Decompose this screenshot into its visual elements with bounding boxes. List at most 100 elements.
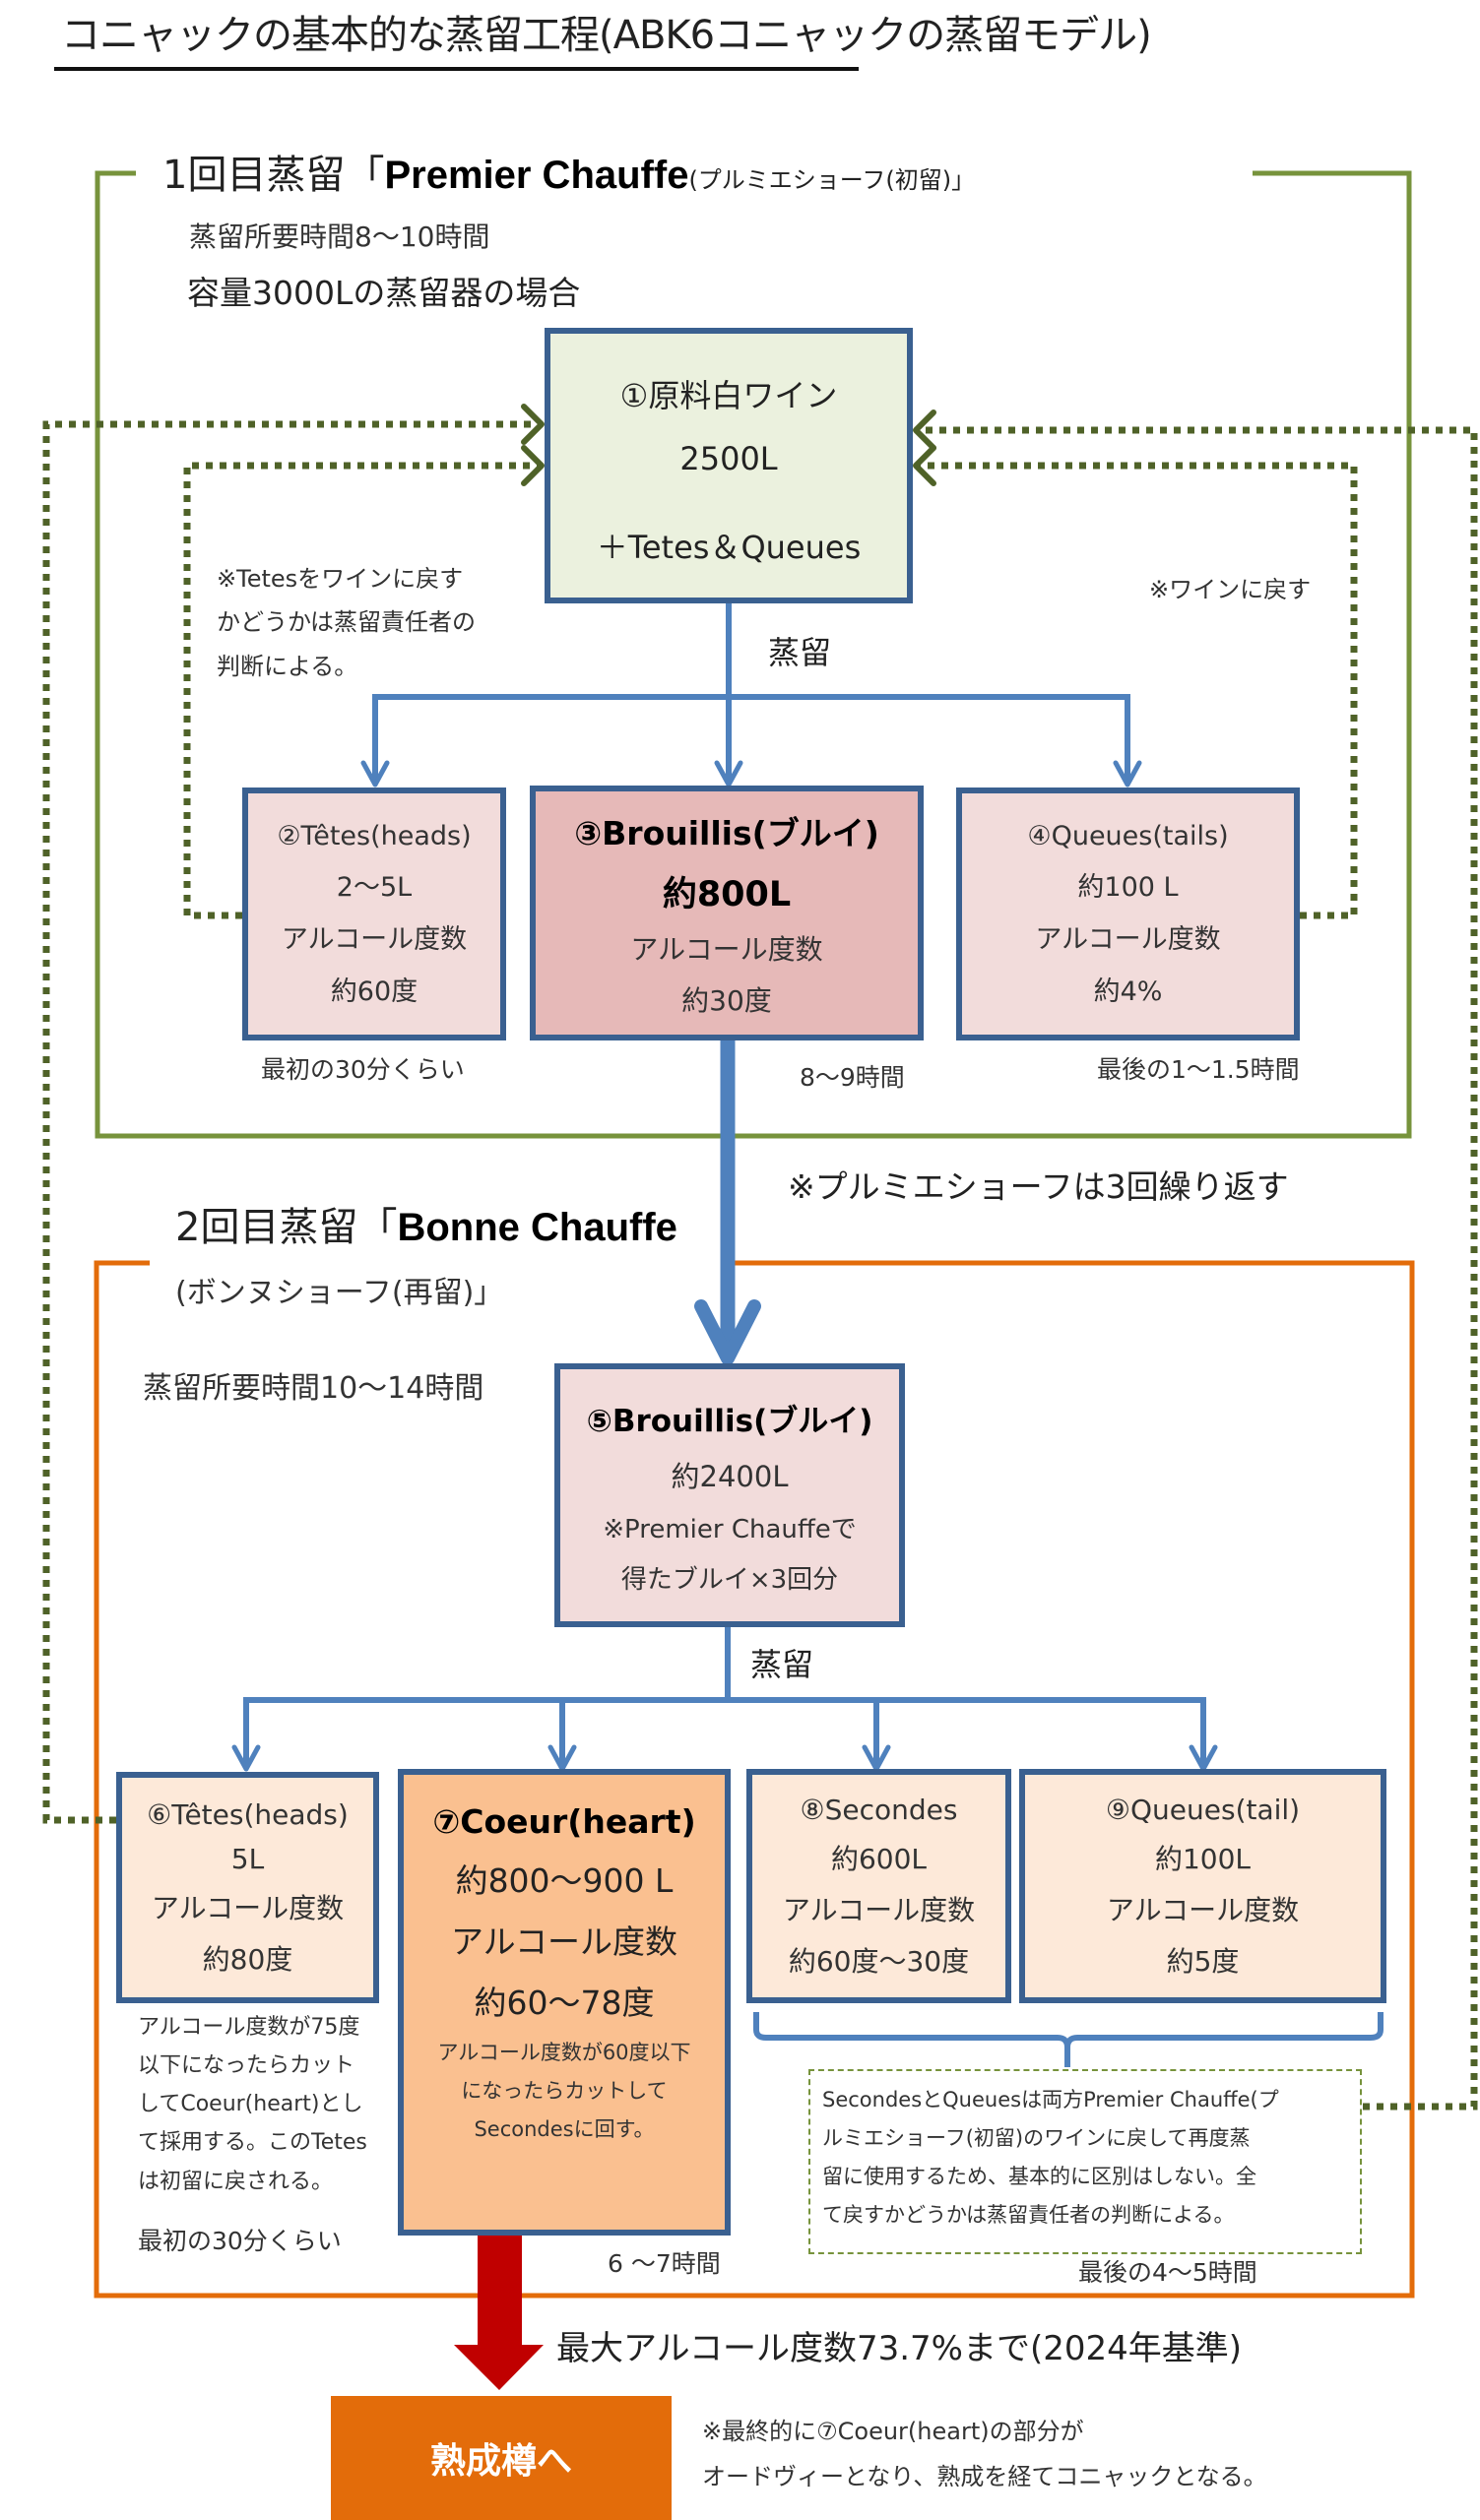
heads-return-note-line: ※Tetesをワインに戻す: [217, 565, 464, 593]
second-brouillis-name: ⑤Brouillis(ブルイ): [586, 1403, 873, 1439]
second-heads-note-line: 以下になったらカット: [138, 2053, 355, 2079]
second-heads-volume: 5L: [230, 1842, 265, 1875]
return-arrowhead-icon: [913, 410, 936, 451]
second-distillation-frame: [94, 1260, 1415, 2299]
first-tails-name: ④Queues(tails): [1027, 820, 1229, 851]
first-distillation-frame: [95, 170, 1412, 1139]
second-distill-label: 蒸留: [750, 1646, 814, 1683]
box-secondes: ⑧Secondes 約600L アルコール度数 約60度～30度: [746, 1769, 1011, 2003]
coeur-cut-note-line: Secondesに回す。: [474, 2116, 655, 2141]
first-tails-timing: 最後の1～1.5時間: [1097, 1055, 1300, 1084]
second-brouillis-volume: 約2400L: [671, 1459, 789, 1493]
second-heads-note-line: してCoeur(heart)とし: [138, 2092, 363, 2117]
first-tails-abv: 約4%: [1093, 976, 1163, 1007]
first-distillation-title-suffix: (プルミエショーフ(初留)」: [688, 166, 976, 194]
heads-return-note-line: 判断による。: [217, 652, 358, 680]
box-second-tails: ⑨Queues(tail) 約100L アルコール度数 約5度: [1019, 1769, 1386, 2003]
first-brouillis-abv-label: アルコール度数: [630, 933, 823, 966]
first-heads-abv-label: アルコール度数: [281, 923, 468, 955]
second-heads-timing: 最初の30分くらい: [138, 2227, 342, 2255]
closing-note-line: ※最終的に⑦Coeur(heart)の部分が: [702, 2418, 1084, 2445]
flow-line-first-branch: [372, 694, 1130, 784]
coeur-cut-note-line: になったらカットして: [461, 2078, 668, 2103]
second-distillation-title: 2回目蒸留「Bonne Chauffe: [175, 1204, 677, 1251]
first-brouillis-name: ③Brouillis(ブルイ): [574, 814, 879, 852]
coeur-timing: 6 ～7時間: [608, 2249, 721, 2278]
heads-return-note: ※Tetesをワインに戻す かどうかは蒸留責任者の 判断による。: [217, 557, 476, 688]
first-tails-abv-label: アルコール度数: [1035, 923, 1221, 955]
coeur-volume: 約800～900 L: [455, 1861, 674, 1900]
second-tails-timing: 最後の4～5時間: [1078, 2258, 1257, 2287]
flow-arrowhead-icon: [714, 760, 743, 788]
secondes-queues-note-line: SecondesとQueuesは両方Premier Chauffe(プ: [822, 2088, 1279, 2111]
second-distillation-duration: 蒸留所要時間10～14時間: [143, 1371, 484, 1406]
flow-line-second-drop: [559, 1700, 879, 1767]
first-distill-label: 蒸留: [768, 634, 832, 671]
box-first-tails: ④Queues(tails) 約100 L アルコール度数 約4%: [956, 788, 1300, 1040]
first-tails-volume: 約100 L: [1077, 871, 1179, 903]
second-tails-volume: 約100L: [1154, 1842, 1252, 1875]
second-tails-abv: 約5度: [1166, 1944, 1240, 1978]
secondes-abv: 約60度～30度: [788, 1944, 970, 1978]
return-line-heads-second: [42, 420, 540, 1824]
first-heads-abv: 約60度: [330, 976, 418, 1007]
repeat-note: ※プルミエショーフは3回繰り返す: [788, 1167, 1289, 1206]
flow-arrowhead-icon: [1113, 760, 1142, 788]
return-arrowhead-icon: [521, 445, 545, 486]
coeur-name: ⑦Coeur(heart): [432, 1802, 696, 1841]
heads-return-note-line: かどうかは蒸留責任者の: [217, 608, 477, 637]
first-heads-name: ②Têtes(heads): [277, 820, 472, 851]
closing-note: ※最終的に⑦Coeur(heart)の部分が オードヴィーとなり、熟成を経てコニ…: [702, 2410, 1267, 2499]
secondes-volume: 約600L: [830, 1842, 928, 1875]
first-distillation-duration: 蒸留所要時間8～10時間: [189, 220, 490, 253]
second-distillation-title-line2: (ボンヌショーフ(再留)」: [175, 1276, 504, 1310]
secondes-abv-label: アルコール度数: [782, 1893, 976, 1926]
secondes-queues-note-line: て戻すかどうかは蒸留責任者の判断による。: [822, 2202, 1235, 2227]
second-brouillis-note: 得たブルイ×3回分: [620, 1564, 839, 1595]
second-heads-abv-label: アルコール度数: [151, 1891, 345, 1924]
page-title: コニャックの基本的な蒸留工程(ABK6コニャックの蒸留モデル): [61, 13, 1152, 58]
final-arrow-icon: [454, 2235, 544, 2390]
first-brouillis-volume: 約800L: [662, 875, 792, 914]
source-wine-volume: 2500L: [679, 440, 778, 477]
to-barrel-box: 熟成樽へ: [331, 2396, 672, 2520]
brouillis-transfer-arrowhead-icon: [694, 1299, 761, 1365]
return-line-heads-first: [183, 462, 540, 919]
second-tails-name: ⑨Queues(tail): [1105, 1793, 1301, 1826]
return-arrowhead-icon: [521, 404, 545, 445]
closing-note-line: オードヴィーとなり、熟成を経てコニャックとなる。: [702, 2462, 1267, 2490]
max-abv-note: 最大アルコール度数73.7%まで(2024年基準): [556, 2329, 1243, 2368]
first-distillation-capacity: 容量3000Lの蒸留器の場合: [187, 274, 581, 312]
first-distillation-title: 1回目蒸留「Premier Chauffe(プルミエショーフ(初留)」: [162, 152, 975, 199]
second-heads-note-line: アルコール度数が75度: [138, 2015, 360, 2040]
box-source-wine: ①原料白ワイン 2500L ＋Tetes＆Queues: [545, 328, 913, 603]
coeur-abv: 約60～78度: [474, 1984, 655, 2022]
second-heads-note-line: は初留に戻される。: [138, 2169, 334, 2194]
first-heads-timing: 最初の30分くらい: [261, 1055, 465, 1084]
return-arrowhead-icon: [913, 445, 936, 486]
flow-arrowhead-icon: [231, 1744, 261, 1772]
box-first-brouillis: ③Brouillis(ブルイ) 約800L アルコール度数 約30度: [530, 786, 924, 1040]
second-heads-note-line: て採用する。このTetes: [138, 2130, 367, 2156]
second-brouillis-note: ※Premier Chauffeで: [603, 1514, 857, 1544]
second-distillation-title-prefix: 2回目蒸留「: [175, 1205, 398, 1250]
box-second-brouillis: ⑤Brouillis(ブルイ) 約2400L ※Premier Chauffeで…: [554, 1363, 905, 1627]
source-wine-additions: ＋Tetes＆Queues: [596, 529, 862, 566]
return-line-tails-first: [918, 462, 1358, 919]
flow-arrowhead-icon: [360, 760, 390, 788]
secondes-queues-note-line: 留に使用するため、基本的に区別はしない。全: [822, 2164, 1256, 2188]
second-heads-note: アルコール度数が75度 以下になったらカット してCoeur(heart)とし …: [138, 2008, 367, 2201]
tails-return-note: ※ワインに戻す: [1149, 576, 1312, 603]
box-second-heads: ⑥Têtes(heads) 5L アルコール度数 約80度: [116, 1772, 379, 2003]
second-distillation-title-bold: Bonne Chauffe: [397, 1206, 677, 1249]
second-heads-abv: 約80度: [202, 1942, 293, 1976]
flow-line-second-branch: [243, 1697, 1206, 1767]
coeur-cut-note: アルコール度数が60度以下 になったらカットして Secondesに回す。: [437, 2034, 690, 2149]
first-brouillis-abv: 約30度: [681, 984, 772, 1017]
second-heads-name: ⑥Têtes(heads): [147, 1797, 349, 1831]
secondes-name: ⑧Secondes: [800, 1793, 958, 1826]
first-brouillis-timing: 8～9時間: [800, 1063, 905, 1092]
box-first-heads: ②Têtes(heads) 2～5L アルコール度数 約60度: [242, 788, 506, 1040]
second-tails-abv-label: アルコール度数: [1106, 1893, 1300, 1926]
